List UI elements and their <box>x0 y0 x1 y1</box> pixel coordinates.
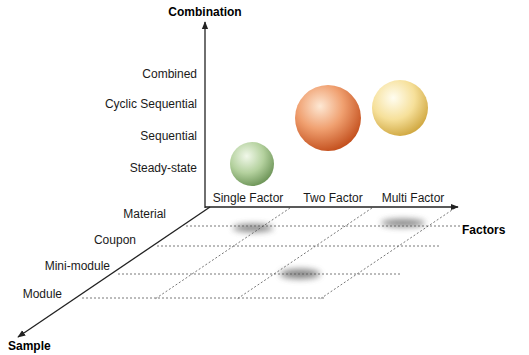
tick-label: Module <box>23 287 62 301</box>
grid-lines <box>82 208 460 299</box>
axis-title: Combination <box>168 5 241 19</box>
tick-label: Combined <box>142 67 197 81</box>
tick-label: Coupon <box>94 233 136 247</box>
tick-label: Mini-module <box>45 259 110 273</box>
tick-label: Single Factor <box>213 191 284 205</box>
spheres <box>230 80 428 186</box>
axis-title: Factors <box>462 223 505 237</box>
axis-title: Sample <box>8 339 51 353</box>
tick-label: Multi Factor <box>382 191 445 205</box>
tick-label: Two Factor <box>303 191 362 205</box>
shadows <box>233 219 425 279</box>
tick-label: Steady-state <box>130 161 197 175</box>
tick-label: Sequential <box>140 129 197 143</box>
axes <box>18 22 458 337</box>
tick-label: Cyclic Sequential <box>105 97 197 111</box>
tick-label: Material <box>123 207 166 221</box>
